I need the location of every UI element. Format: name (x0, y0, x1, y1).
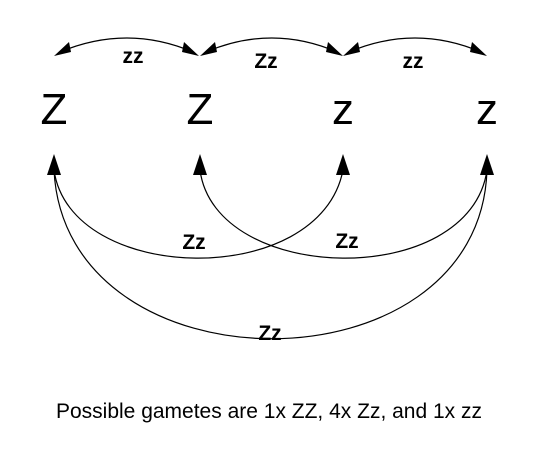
arc-outer-1-4 (53, 169, 488, 340)
label-inner-1-3: Zz (182, 231, 205, 254)
caption: Possible gametes are 1x ZZ, 4x Zz, and 1… (55, 400, 482, 423)
arc-inner-1-3 (53, 169, 344, 259)
arrowhead-arc-inner-1-3-left (47, 154, 61, 175)
label-top-2-3: Zz (254, 50, 277, 73)
arrowhead-arc-top-3-4-left (343, 42, 360, 56)
arrowhead-arc-inner-2-4-left (193, 154, 207, 175)
label-top-1-2: zz (123, 45, 144, 68)
arc-top-2-3 (205, 37, 338, 53)
arrowhead-arc-inner-1-3-right (336, 154, 350, 175)
arrowhead-arc-top-1-2-right (182, 42, 199, 56)
arc-top-3-4 (348, 37, 482, 53)
allele-3: z (332, 85, 354, 134)
label-top-3-4: zz (403, 50, 424, 73)
arrowhead-arc-inner-2-4-right (480, 154, 494, 175)
arrowhead-arc-top-3-4-right (470, 42, 487, 56)
arrowhead-arc-top-2-3-left (200, 42, 217, 56)
arrowhead-arc-top-2-3-right (326, 42, 343, 56)
arc-inner-2-4 (199, 169, 488, 259)
allele-4: z (476, 85, 498, 134)
allele-1: Z (41, 85, 68, 134)
label-inner-2-4: Zz (335, 230, 358, 253)
arrowhead-arc-top-1-2-left (54, 42, 71, 56)
label-outer-1-4: Zz (258, 322, 281, 345)
allele-2: Z (187, 85, 214, 134)
arc-top-1-2 (59, 37, 194, 53)
